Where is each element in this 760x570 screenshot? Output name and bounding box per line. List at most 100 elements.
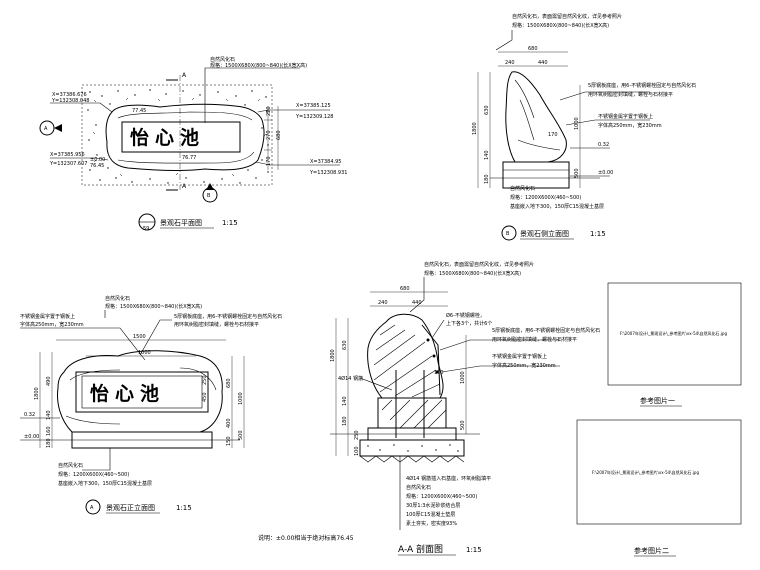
sec-bolt-leader bbox=[431, 319, 445, 339]
sec-note1-l2: 用环氧树脂密封填缝，螺栓与石材接平 bbox=[492, 336, 577, 343]
ref2-path: F:\2007年设计\_景观设计\_参考图片\xx-54\自然风化石.jpg bbox=[592, 469, 699, 475]
side-dim-440: 440 bbox=[538, 60, 548, 66]
front-note-l2: 字体高250mm，宽230mm bbox=[20, 321, 84, 328]
general-note: 说明：±0.00相当于绝对标高76.45 bbox=[258, 534, 354, 542]
side-stone-texture bbox=[514, 79, 561, 151]
sec-scale: 1:15 bbox=[466, 546, 482, 554]
sec-layer3: 规格：1200X600X(460~500) bbox=[406, 493, 477, 500]
side-base-l2: 规格：1200X600X(460~500) bbox=[510, 194, 581, 201]
coord-tl-y: Y=132308.048 bbox=[51, 98, 89, 104]
plan-dim-170: 170 bbox=[266, 156, 272, 166]
ref2-frame bbox=[576, 419, 742, 525]
front-dim-1500: 1500 bbox=[133, 334, 146, 340]
coord-br-x: X=37384.95 bbox=[310, 159, 341, 165]
plan-elev-mid: 76.77 bbox=[182, 155, 196, 161]
gravel-dots bbox=[87, 89, 269, 184]
front-elev-zero: ±0.00 bbox=[24, 434, 39, 440]
front-leader-l1: 自然风化石 bbox=[105, 295, 130, 302]
plan-dim-680: 680 bbox=[276, 130, 282, 140]
sec-leader-l2: 规格：1500X680X(800~840)(长X宽X高) bbox=[424, 270, 521, 277]
side-dim-140: 140 bbox=[484, 150, 490, 160]
front-dim-1000: 1000 bbox=[138, 350, 151, 356]
sec-concrete bbox=[359, 439, 465, 457]
sec-note1-leader bbox=[439, 339, 560, 351]
plan-elev-top: 77.45 bbox=[132, 108, 146, 114]
sec-dim-680: 680 bbox=[400, 286, 410, 292]
front-dim-160: 160 bbox=[46, 426, 52, 436]
plan-elev-bot: 76.45 bbox=[90, 163, 104, 169]
sec-concrete-dots bbox=[367, 444, 459, 452]
front-engraving: 怡心池 bbox=[90, 382, 165, 405]
side-stone bbox=[505, 71, 567, 163]
plan-view: 怡心池 A A 自然风化石 规格：1500X680X(800~840)(长X宽X… bbox=[39, 56, 347, 232]
coord-bl-leader bbox=[50, 157, 109, 161]
side-dim-630: 630 bbox=[484, 105, 490, 115]
side-dim-1800: 1800 bbox=[472, 122, 478, 135]
front-plate-inner bbox=[81, 375, 203, 409]
ref1-path: F:\2007年设计\_景观设计\_参考图片\xx-54\自然风化石.jpg bbox=[620, 330, 727, 336]
side-note1-l1: 5厚钢板底座，用6-不锈钢螺栓固定与自然风化石 bbox=[588, 82, 696, 89]
side-elev-zero: ±0.00 bbox=[598, 170, 613, 176]
sec-bar-label: 4Ø14 钢筋 bbox=[338, 375, 363, 382]
sec-bar-leader bbox=[359, 377, 393, 391]
sec-leader bbox=[409, 277, 425, 313]
side-note2-l2: 字体高250mm，宽230mm bbox=[598, 122, 662, 129]
sec-dim-100: 100 bbox=[354, 446, 360, 456]
sec-stone bbox=[367, 313, 444, 399]
coord-bl-y: Y=132307.607 bbox=[49, 161, 87, 167]
front-base-l1: 自然风化石 bbox=[58, 462, 83, 469]
side-scale: 1:15 bbox=[590, 230, 606, 238]
side-note1-leader bbox=[559, 91, 650, 101]
side-dim-500: 500 bbox=[574, 168, 580, 178]
front-dim-140: 140 bbox=[46, 410, 52, 420]
sec-dim-240: 240 bbox=[378, 300, 388, 306]
front-note2-l2: 用环氧树脂密封填缝，螺栓与石材接平 bbox=[174, 321, 259, 328]
coord-tl-leader bbox=[50, 102, 113, 113]
sec-bolt-l2: 上下各3个，共计6个 bbox=[446, 320, 492, 327]
side-note2-l1: 不锈钢金属字置于钢板上 bbox=[598, 113, 653, 120]
sec-dim-250: 250 bbox=[354, 430, 360, 440]
plan-leader bbox=[204, 67, 300, 123]
sec-title: A-A 剖面图 bbox=[398, 543, 443, 555]
section-view: 自然风化石，表面需留自然风化纹，详见参考照片 规格：1500X680X(800~… bbox=[330, 261, 600, 556]
side-title: 景观石侧立面图 bbox=[520, 229, 569, 238]
plan-stone-outline bbox=[105, 103, 265, 172]
front-title: 景观石正立面图 bbox=[106, 503, 155, 512]
side-dim-1000: 1000 bbox=[574, 117, 580, 130]
front-dim-1800: 1800 bbox=[34, 387, 40, 400]
plan-leader-l2: 规格：1500X680X(800~840)(长X宽X高) bbox=[210, 62, 307, 69]
view-arrow-b bbox=[206, 183, 214, 190]
gravel-area bbox=[81, 84, 273, 186]
sec-leader-l1: 自然风化石，表面需留自然风化纹，详见参考照片 bbox=[424, 261, 534, 268]
sec-layer1: 4Ø14 钢筋插入石基座，环氧树脂填平 bbox=[406, 475, 491, 482]
front-dim-400: 400 bbox=[226, 418, 232, 428]
side-title-marker bbox=[501, 225, 517, 241]
ref2-title: 参考图片二 bbox=[634, 546, 669, 555]
coord-br-leader bbox=[255, 161, 340, 166]
side-dim-680: 680 bbox=[528, 46, 538, 52]
coord-tr-y: Y=132309.128 bbox=[295, 114, 333, 120]
sec-note2-l1: 不锈钢金属字置于钢板上 bbox=[492, 353, 547, 360]
front-dim-150: 150 bbox=[226, 436, 232, 446]
front-leader-l2: 规格：1500X680X(800~840)(长X宽X高) bbox=[105, 303, 202, 310]
section-label-bot: A bbox=[182, 183, 187, 190]
plan-elev-zero: ±0.00 bbox=[90, 157, 105, 163]
front-dim-490: 490 bbox=[46, 376, 52, 386]
side-dim-170: 170 bbox=[548, 132, 558, 138]
side-base bbox=[502, 161, 570, 189]
front-base-leader bbox=[82, 448, 111, 471]
sec-dim-170: 170 bbox=[434, 370, 444, 376]
front-stone bbox=[57, 350, 223, 433]
section-label-top: A bbox=[182, 72, 187, 79]
sec-dim-440: 440 bbox=[412, 300, 422, 306]
sec-soil bbox=[359, 455, 465, 463]
front-base-l2: 规格：1200X600X(460~500) bbox=[58, 471, 129, 478]
sec-dim-1000: 1000 bbox=[460, 371, 466, 384]
plan-leader-l1: 自然风化石 bbox=[210, 56, 235, 63]
coord-tr-x: X=37385.125 bbox=[296, 103, 331, 109]
side-marker: B bbox=[506, 231, 510, 237]
front-dim-450: 450 bbox=[202, 392, 208, 402]
plan-stone-inner bbox=[117, 111, 255, 164]
sec-dim-630: 630 bbox=[342, 340, 348, 350]
side-elev-032: 0.32 bbox=[598, 142, 609, 148]
